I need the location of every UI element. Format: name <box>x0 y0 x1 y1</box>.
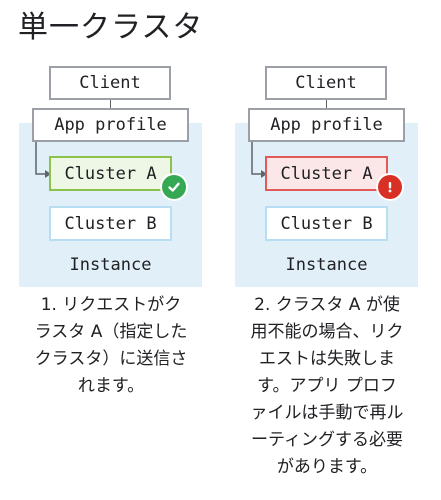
routing-arrow <box>35 142 51 178</box>
page-title: 単一クラスタ <box>18 10 204 45</box>
caption-line: れます。 <box>77 376 145 396</box>
routing-arrow <box>251 142 267 178</box>
error-circle-icon <box>378 175 402 199</box>
instance-panel <box>19 123 202 287</box>
cluster-b-box: Cluster B <box>49 206 172 241</box>
caption-line: す。アプリ プロフ <box>257 376 397 396</box>
check-circle-icon <box>162 175 186 199</box>
connector-client-profile <box>110 100 111 108</box>
caption-line: ァイルは手動で再ル <box>250 403 404 423</box>
caption-line: クラスタ）に送信さ <box>34 349 188 369</box>
app-profile-box: App profile <box>32 108 189 142</box>
instance-label: Instance <box>285 255 368 275</box>
cluster-a-box: Cluster A <box>265 156 388 191</box>
caption-line: ーティングする必要 <box>251 430 403 450</box>
caption-line: ラスタ A（指定した <box>34 322 188 342</box>
connector-client-profile <box>326 100 327 108</box>
caption-right: 2. クラスタ A が使 用不能の場合、リク エストは失敗しま す。アプリ プロ… <box>227 292 427 481</box>
instance-label: Instance <box>69 255 152 275</box>
app-profile-box: App profile <box>248 108 405 142</box>
caption-left: 1. リクエストがク ラスタ A（指定した クラスタ）に送信さ れます。 <box>11 292 211 400</box>
client-box: Client <box>265 66 387 100</box>
cluster-a-box: Cluster A <box>49 156 172 191</box>
caption-line: エストは失敗しま <box>259 349 395 369</box>
instance-panel <box>235 123 418 287</box>
caption-line: 1. リクエストがク <box>40 295 182 315</box>
caption-line: があります。 <box>276 457 378 477</box>
cluster-b-box: Cluster B <box>265 206 388 241</box>
client-box: Client <box>49 66 171 100</box>
caption-line: 用不能の場合、リク <box>250 322 404 342</box>
caption-line: 2. クラスタ A が使 <box>254 295 400 315</box>
